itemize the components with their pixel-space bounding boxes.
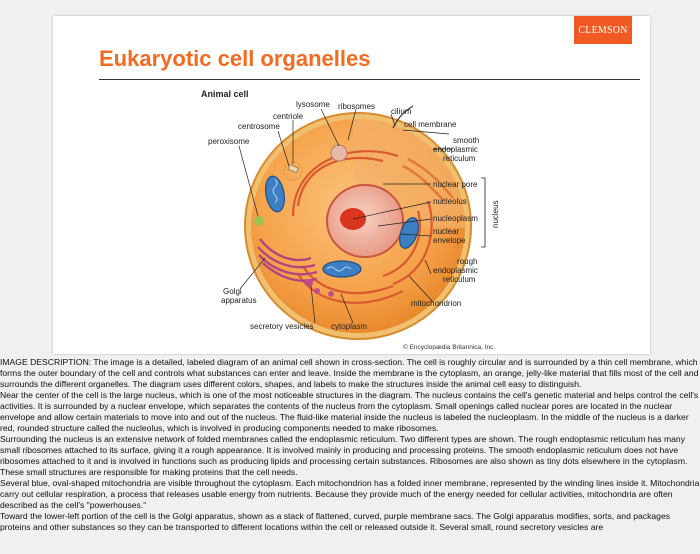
label-nucleoplasm: nucleoplasm	[433, 214, 478, 223]
labels: lysosome ribosomes cilium centriole cell…	[208, 100, 500, 351]
description-paragraph: Toward the lower-left portion of the cel…	[0, 511, 671, 532]
label-nuclear-pore: nuclear pore	[433, 180, 478, 189]
label-mitochondrion: mitochondrion	[411, 299, 461, 308]
slide: CLEMSON Eukaryotic cell organelles Anima…	[53, 16, 650, 354]
label-nucleus: nucleus	[491, 200, 500, 228]
label-nuclear-envelope-2: envelope	[433, 236, 466, 245]
vesicle-shape	[314, 288, 320, 294]
title-rule	[99, 79, 640, 80]
centriole-shape	[287, 163, 300, 174]
nucleus-bracket	[481, 177, 486, 248]
leader-lines	[238, 108, 453, 324]
label-lysosome: lysosome	[296, 100, 330, 109]
label-rough-er-1: rough	[457, 257, 477, 266]
description-paragraph: IMAGE DESCRIPTION: The image is a detail…	[0, 357, 699, 389]
label-secretory-vesicles: secretory vesicles	[250, 322, 314, 331]
clemson-logo: CLEMSON	[574, 16, 632, 44]
label-cell-membrane: cell membrane	[404, 120, 457, 129]
vesicle-shape	[328, 291, 334, 297]
label-nuclear-envelope-1: nuclear	[433, 227, 460, 236]
smooth-er-shape	[402, 157, 454, 202]
animal-cell-diagram: Animal cell	[201, 89, 500, 351]
image-description: IMAGE DESCRIPTION: The image is a detail…	[0, 357, 700, 554]
figure-credit: © Encyclopædia Britannica, Inc.	[403, 343, 495, 351]
label-smooth-er-2: endoplasmic	[433, 145, 478, 154]
label-rough-er-3: reticulum	[443, 275, 476, 284]
label-ribosomes: ribosomes	[338, 102, 375, 111]
label-smooth-er-1: smooth	[453, 136, 479, 145]
figure-heading: Animal cell	[201, 89, 249, 99]
label-cytoplasm: cytoplasm	[331, 322, 367, 331]
label-nucleolus: nucleolus	[433, 197, 467, 206]
description-paragraph: Surrounding the nucleus is an extensive …	[0, 434, 688, 477]
label-golgi-2: apparatus	[221, 296, 257, 305]
label-cilium: cilium	[391, 107, 412, 116]
label-centriole: centriole	[273, 112, 304, 121]
label-golgi-1: Golgi	[223, 287, 242, 296]
description-paragraph: Several blue, oval-shaped mitochondria a…	[0, 478, 700, 510]
mitochondria-shapes	[265, 175, 419, 278]
description-paragraph: Near the center of the cell is the large…	[0, 390, 699, 433]
vesicle-shape	[305, 279, 313, 287]
centrosome-shape	[283, 161, 303, 181]
label-centrosome: centrosome	[238, 122, 280, 131]
label-rough-er-2: endoplasmic	[433, 266, 478, 275]
slide-title: Eukaryotic cell organelles	[99, 46, 371, 71]
golgi-shape	[257, 238, 318, 282]
lysosome-shape	[330, 144, 348, 162]
label-smooth-er-3: reticulum	[443, 154, 476, 163]
cell	[244, 105, 472, 340]
label-peroxisome: peroxisome	[208, 137, 250, 146]
peroxisome-shape	[254, 216, 264, 226]
